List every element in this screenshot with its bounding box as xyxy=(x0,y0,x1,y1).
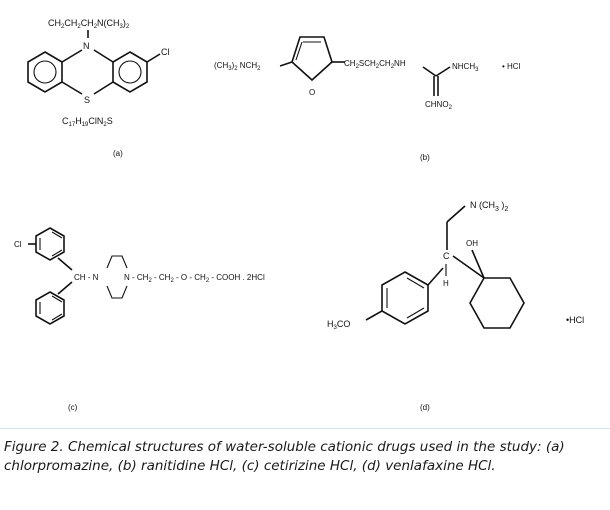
venlafaxine-structure: H3CO C H N (CH3 )2 OH •HCl (d) xyxy=(327,200,584,412)
d-amine: N (CH3 )2 xyxy=(470,200,508,213)
caption-divider xyxy=(0,428,610,429)
a-panel-label: (a) xyxy=(113,149,123,158)
c-chlorine: Cl xyxy=(14,240,22,249)
d-methoxy: H3CO xyxy=(327,319,350,331)
a-sulfur: S xyxy=(84,95,90,105)
b-right-group: NHCH3 xyxy=(452,62,479,73)
structures-figure: N S Cl CH2CH2CH2N(CH3)2 C17H19ClN2S (a) … xyxy=(14,18,584,412)
b-panel-label: (b) xyxy=(420,153,430,162)
b-left-group: (CH3)2 NCH2 xyxy=(214,61,261,72)
d-panel-label: (d) xyxy=(420,403,430,412)
c-ch-n: CH - N xyxy=(74,273,99,282)
a-chlorine: Cl xyxy=(161,47,170,57)
a-nitrogen: N xyxy=(83,41,90,51)
ranitidine-structure: O (CH3)2 NCH2 CH2SCH2CH2NH NHCH3 • HCl C… xyxy=(214,36,521,162)
cetirizine-structure: Cl CH - N N - CH2 - CH2 - O - CH2 - COOH… xyxy=(14,227,265,412)
c-panel-label: (c) xyxy=(68,403,78,412)
d-salt: •HCl xyxy=(566,315,584,325)
d-hydrogen: H xyxy=(443,279,449,288)
chlorpromazine-structure: N S Cl CH2CH2CH2N(CH3)2 C17H19ClN2S (a) xyxy=(27,18,170,158)
b-oxygen: O xyxy=(309,88,315,97)
figure-caption: Figure 2. Chemical structures of water-s… xyxy=(4,439,565,474)
a-side-chain: CH2CH2CH2N(CH3)2 xyxy=(48,18,130,30)
b-salt: • HCl xyxy=(502,62,521,71)
c-chain: N - CH2 - CH2 - O - CH2 - COOH . 2HCl xyxy=(124,273,265,284)
d-hydroxyl: OH xyxy=(466,239,478,248)
d-carbon: C xyxy=(443,251,450,261)
a-formula: C17H19ClN2S xyxy=(62,116,113,128)
b-bottom-group: CHNO2 xyxy=(425,100,453,111)
b-chain: CH2SCH2CH2NH xyxy=(344,59,406,70)
